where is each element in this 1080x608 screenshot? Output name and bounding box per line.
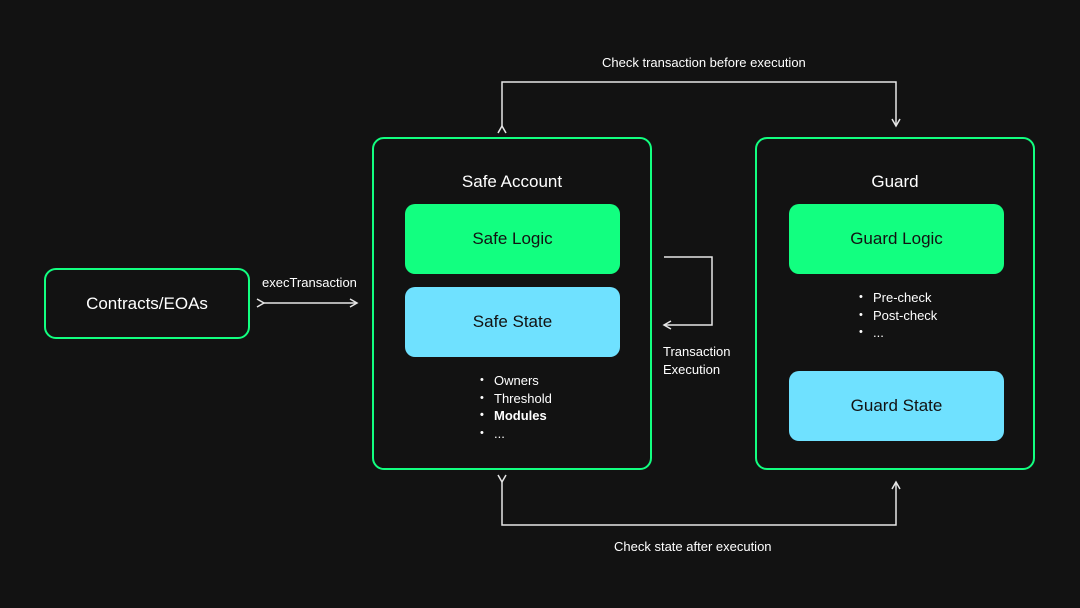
- guard-state-label: Guard State: [850, 396, 943, 415]
- top-arrow-label: Check transaction before execution: [602, 55, 806, 70]
- safe-account-title: Safe Account: [461, 172, 563, 191]
- guard-title: Guard: [871, 172, 919, 191]
- guard-state-block: Guard State: [789, 371, 1004, 441]
- list-item: Pre-check: [859, 289, 937, 307]
- transaction-execution-label: Transaction Execution: [663, 343, 730, 378]
- guard-logic-list: Pre-check Post-check ...: [859, 289, 937, 342]
- bottom-bracket-arrow: [497, 474, 901, 526]
- guard-box: Guard Guard Logic Pre-check Post-check .…: [755, 137, 1035, 470]
- safe-state-label: Safe State: [472, 312, 553, 331]
- safe-state-list: Owners Threshold Modules ...: [480, 372, 552, 442]
- list-item: Post-check: [859, 307, 937, 325]
- guard-logic-block: Guard Logic: [789, 204, 1004, 274]
- list-item: ...: [859, 324, 937, 342]
- guard-logic-label: Guard Logic: [850, 229, 943, 248]
- list-item: Owners: [480, 372, 552, 390]
- top-bracket-arrow: [497, 81, 901, 134]
- exec-transaction-label: execTransaction: [262, 275, 357, 290]
- safe-account-box: Safe Account Safe Logic Safe State Owner…: [372, 137, 652, 470]
- contracts-eoas-box: Contracts/EOAs: [44, 268, 250, 339]
- list-item: Threshold: [480, 390, 552, 408]
- safe-logic-label: Safe Logic: [472, 229, 553, 248]
- bottom-arrow-label: Check state after execution: [614, 539, 772, 554]
- list-item: ...: [480, 425, 552, 443]
- contracts-eoas-label: Contracts/EOAs: [86, 293, 208, 313]
- transaction-execution-loop-arrow: [662, 256, 713, 330]
- list-item: Modules: [480, 407, 552, 425]
- transaction-execution-line-2: Execution: [663, 361, 721, 377]
- safe-state-block: Safe State: [405, 287, 620, 357]
- transaction-execution-line-1: Transaction: [663, 344, 731, 359]
- safe-logic-block: Safe Logic: [405, 204, 620, 274]
